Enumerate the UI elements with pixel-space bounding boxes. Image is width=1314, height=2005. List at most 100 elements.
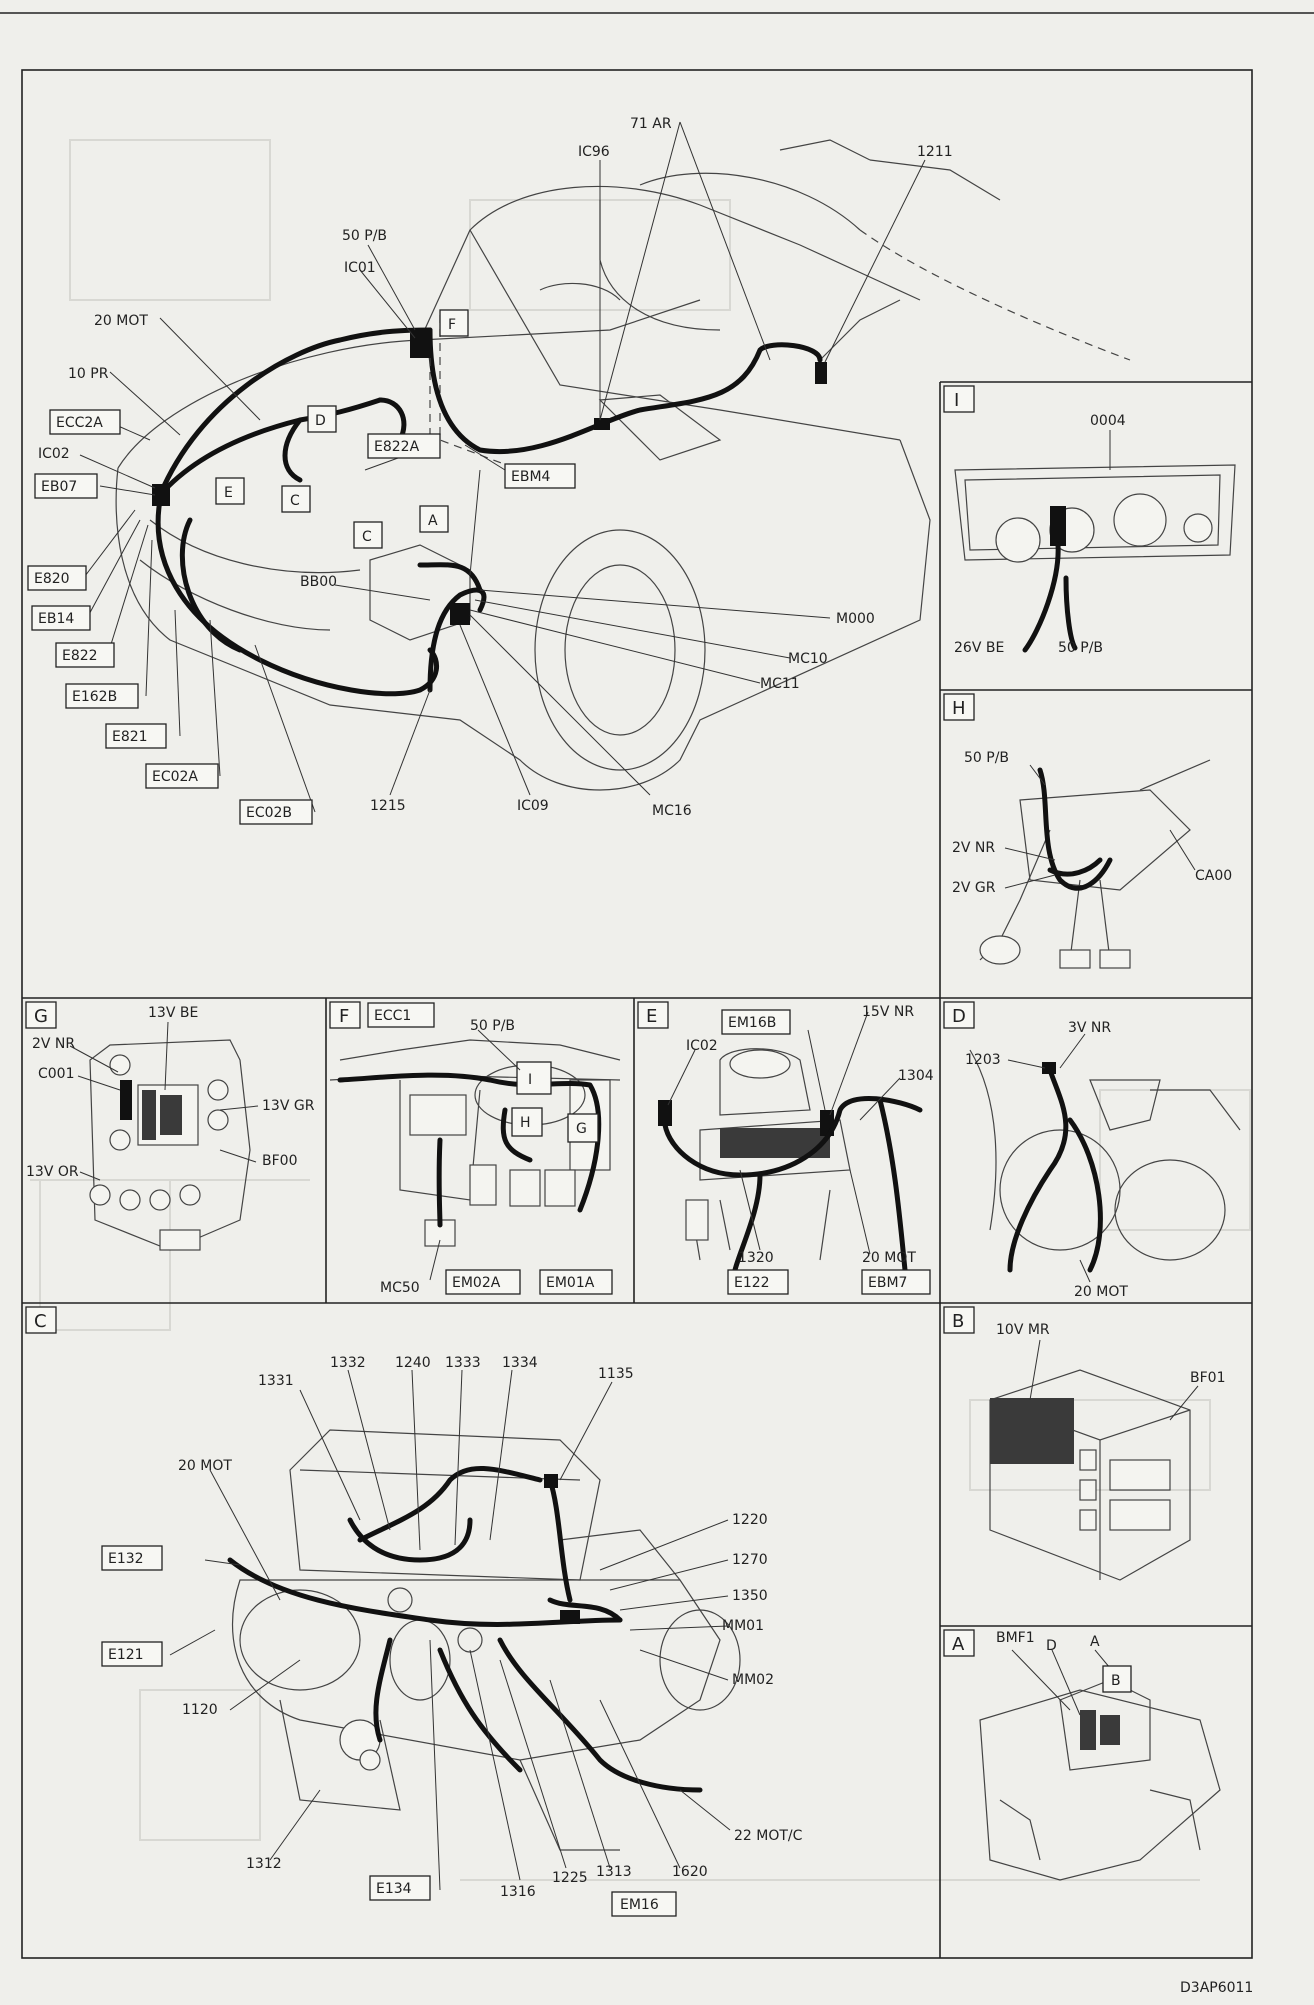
- panel-c-label-1225: 1225: [552, 1870, 588, 1886]
- callout-f: F: [448, 317, 456, 333]
- panel-f-callout-h: H: [520, 1115, 531, 1131]
- callout-c-left: C: [290, 493, 300, 509]
- panel-c-label-1332: 1332: [330, 1355, 366, 1371]
- panel-e-label-1304: 1304: [898, 1068, 934, 1084]
- panel-a-label-a: A: [1090, 1634, 1100, 1650]
- panel-a: A B BMF1 D A: [943, 1629, 1221, 1881]
- main-labels: 71 AR IC96 1211 50 P/B IC01 20 MOT 10 PR…: [38, 116, 953, 819]
- panel-e-letter: E: [646, 1006, 657, 1027]
- panel-c-label-1331: 1331: [258, 1373, 294, 1389]
- panel-g-label-13v-gr: 13V GR: [262, 1098, 315, 1114]
- panel-c-label-1120: 1120: [182, 1702, 218, 1718]
- panel-g-label-13v-or: 13V OR: [26, 1164, 79, 1180]
- panel-d: D 1203 3V NR 20 MOT: [943, 1001, 1241, 1300]
- panel-b: B 10V MR BF01: [943, 1306, 1225, 1581]
- panel-c-label-1350: 1350: [732, 1588, 768, 1604]
- panel-f-letter: F: [339, 1006, 349, 1027]
- label-m000: M000: [836, 611, 875, 627]
- panel-c-boxed-e132: E132: [108, 1551, 144, 1567]
- panel-c: C: [25, 1306, 803, 1917]
- panel-c-label-1333: 1333: [445, 1355, 481, 1371]
- panel-h-label-ca00: CA00: [1195, 868, 1232, 884]
- panel-f-boxed-ecc1: ECC1: [374, 1008, 411, 1024]
- panel-c-boxed-e134: E134: [376, 1881, 412, 1897]
- boxed-ec02b: EC02B: [246, 805, 292, 821]
- panel-b-letter: B: [952, 1311, 964, 1332]
- panel-h-label-2v-nr: 2V NR: [952, 840, 995, 856]
- boxed-e822: E822: [62, 648, 98, 664]
- callout-c-right: C: [362, 529, 372, 545]
- boxed-eb14: EB14: [38, 611, 74, 627]
- boxed-e162b: E162B: [72, 689, 117, 705]
- panel-i-label-50-pb: 50 P/B: [1058, 640, 1103, 656]
- panel-a-label-bmf1: BMF1: [996, 1630, 1035, 1646]
- panel-c-label-1220: 1220: [732, 1512, 768, 1528]
- label-ic09: IC09: [517, 798, 549, 814]
- panel-e-boxed-em16b: EM16B: [728, 1015, 776, 1031]
- panel-h: H 50 P/B 2V NR 2V GR CA00: [943, 693, 1232, 969]
- panel-e-label-20-mot: 20 MOT: [862, 1250, 916, 1266]
- panel-e-boxed-ebm7: EBM7: [868, 1275, 907, 1291]
- panel-g-label-13v-be: 13V BE: [148, 1005, 198, 1021]
- panel-h-label-2v-gr: 2V GR: [952, 880, 996, 896]
- label-mc10: MC10: [788, 651, 828, 667]
- panel-b-label-10v-mr: 10V MR: [996, 1322, 1050, 1338]
- panel-g-label-bf00: BF00: [262, 1153, 297, 1169]
- panel-c-letter: C: [34, 1311, 47, 1332]
- label-mc11: MC11: [760, 676, 800, 692]
- panel-f-label-mc50: MC50: [380, 1280, 420, 1296]
- panel-grid: [22, 381, 1252, 1958]
- panel-c-label-22-motc: 22 MOT/C: [734, 1828, 803, 1844]
- label-50-pb: 50 P/B: [342, 228, 387, 244]
- panel-i-label-26v-be: 26V BE: [954, 640, 1004, 656]
- callout-e: E: [224, 485, 233, 501]
- panel-d-letter: D: [952, 1006, 966, 1027]
- panel-c-label-mm02: MM02: [732, 1672, 774, 1688]
- panel-e-boxed-e122: E122: [734, 1275, 770, 1291]
- main-leaders: [79, 121, 926, 813]
- boxed-e820: E820: [34, 571, 70, 587]
- panel-c-boxed-em16: EM16: [620, 1897, 659, 1913]
- panel-f-boxed-em02a: EM02A: [452, 1275, 501, 1291]
- panel-c-label-1334: 1334: [502, 1355, 538, 1371]
- panel-i-label-0004: 0004: [1090, 413, 1126, 429]
- panel-e-label-ic02: IC02: [686, 1038, 718, 1054]
- label-bb00: BB00: [300, 574, 337, 590]
- panel-f-boxed-em01a: EM01A: [546, 1275, 595, 1291]
- panel-f-callout-g: G: [576, 1121, 587, 1137]
- boxed-ec02a: EC02A: [152, 769, 198, 785]
- panel-c-label-1270: 1270: [732, 1552, 768, 1568]
- boxed-e821: E821: [112, 729, 148, 745]
- panel-g-letter: G: [34, 1006, 48, 1027]
- callout-a: A: [428, 513, 438, 529]
- panel-c-label-1135: 1135: [598, 1366, 634, 1382]
- label-ic02: IC02: [38, 446, 70, 462]
- panel-e-label-1320: 1320: [738, 1250, 774, 1266]
- panel-c-label-1312: 1312: [246, 1856, 282, 1872]
- panel-c-label-1313: 1313: [596, 1864, 632, 1880]
- label-1211: 1211: [917, 144, 953, 160]
- panel-e: E EM16B E122 EBM7 IC02 15V NR 1304 1320 …: [637, 1001, 934, 1295]
- boxed-ecc2a: ECC2A: [56, 415, 103, 431]
- panel-c-label-1316: 1316: [500, 1884, 536, 1900]
- main-boxed-labels: ECC2A EB07 E822A EBM4 E820 EB14 E822 E16…: [27, 409, 576, 825]
- label-ic01: IC01: [344, 260, 376, 276]
- panel-g: G 13V BE 2V NR C001 13V GR BF00 13V OR: [25, 1001, 315, 1251]
- panel-c-label-mm01: MM01: [722, 1618, 764, 1634]
- panel-c-boxed-e121: E121: [108, 1647, 144, 1663]
- main-callouts: F D E C C A: [215, 309, 469, 549]
- panel-i: I 0004 26V BE 50 P/B: [943, 385, 1236, 656]
- outer-frame: [21, 69, 1253, 1959]
- panel-c-label-1240: 1240: [395, 1355, 431, 1371]
- boxed-ebm4: EBM4: [511, 469, 551, 485]
- panel-f-callout-i: I: [528, 1072, 532, 1088]
- panel-a-label-d: D: [1046, 1638, 1057, 1654]
- panel-f-label-50-pb: 50 P/B: [470, 1018, 515, 1034]
- boxed-e822a: E822A: [374, 439, 420, 455]
- boxed-eb07: EB07: [41, 479, 77, 495]
- panel-a-callout-b: B: [1111, 1673, 1121, 1689]
- label-10-pr: 10 PR: [68, 366, 109, 382]
- label-20-mot: 20 MOT: [94, 313, 148, 329]
- panel-d-label-1203: 1203: [965, 1052, 1001, 1068]
- panel-g-label-2v-nr: 2V NR: [32, 1036, 75, 1052]
